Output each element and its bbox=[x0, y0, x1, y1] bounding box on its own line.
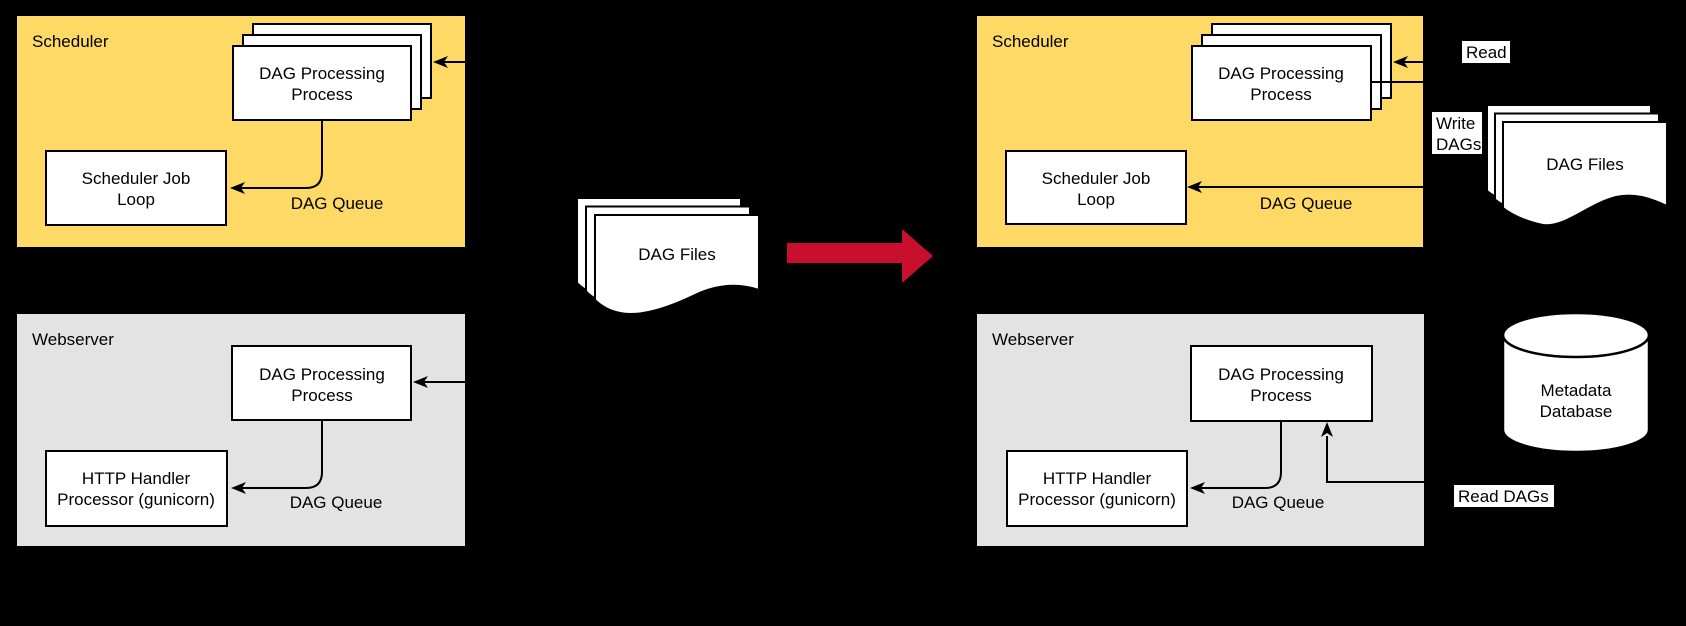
arrowhead-left bbox=[1393, 56, 1408, 68]
dag-files-label: DAG Files bbox=[1546, 155, 1623, 174]
before-webserver-dag-processing: DAG Processing Process bbox=[231, 345, 412, 421]
http-handler-label-line2: Processor (gunicorn) bbox=[1018, 490, 1176, 509]
arrowhead-left bbox=[231, 482, 246, 494]
stack-page-front bbox=[1191, 45, 1372, 121]
dag-processing-label-line2: Process bbox=[291, 85, 352, 104]
arrowhead-up bbox=[1321, 422, 1333, 437]
job-loop-box bbox=[1005, 150, 1187, 225]
http-handler-label-line2: Processor (gunicorn) bbox=[57, 490, 215, 509]
http-handler-label-line1: HTTP Handler bbox=[82, 469, 191, 488]
database-cylinder-top bbox=[1501, 311, 1651, 359]
before-webserver-queue-curve bbox=[242, 420, 323, 489]
read-label: Read bbox=[1466, 43, 1507, 62]
document-page-front bbox=[1502, 121, 1668, 227]
before-scheduler-dag-processing-stack: DAG Processing Process bbox=[232, 23, 432, 121]
after-dag-files-document: DAG Files bbox=[1486, 104, 1668, 227]
before-dag-files-document: DAG Files bbox=[576, 197, 760, 315]
after-webserver-http-handler: HTTP Handler Processor (gunicorn) bbox=[1006, 450, 1188, 527]
after-webserver-read-dags-line bbox=[1326, 436, 1490, 483]
read-dags-label-chip: Read DAGs bbox=[1454, 485, 1554, 507]
dag-processing-label-line2: Process bbox=[291, 386, 352, 405]
after-webserver-queue-label: DAG Queue bbox=[1232, 493, 1325, 512]
transition-arrow bbox=[787, 229, 933, 283]
write-dags-label-chip: Write DAGs bbox=[1432, 112, 1482, 154]
after-scheduler-title: Scheduler bbox=[992, 32, 1069, 51]
before-webserver-title: Webserver bbox=[32, 330, 114, 349]
after-webserver-title: Webserver bbox=[992, 330, 1074, 349]
after-scheduler-queue-label: DAG Queue bbox=[1260, 194, 1353, 213]
before-scheduler-title: Scheduler bbox=[32, 32, 109, 51]
arrowhead-left bbox=[413, 376, 428, 388]
dag-processing-label-line1: DAG Processing bbox=[259, 64, 385, 83]
after-scheduler-job-loop: Scheduler Job Loop bbox=[1005, 150, 1187, 225]
write-dags-label-line1: Write bbox=[1436, 114, 1475, 133]
document-page-front bbox=[594, 214, 760, 315]
dag-processing-label-line2: Process bbox=[1250, 85, 1311, 104]
dag-files-label: DAG Files bbox=[638, 245, 715, 264]
before-webserver-http-handler: HTTP Handler Processor (gunicorn) bbox=[45, 450, 228, 527]
http-handler-box bbox=[1006, 450, 1188, 527]
job-loop-label-line1: Scheduler Job bbox=[1042, 169, 1151, 188]
dag-processing-label-line1: DAG Processing bbox=[1218, 64, 1344, 83]
after-scheduler-dag-processing-stack: DAG Processing Process bbox=[1191, 23, 1392, 121]
arrowhead-left bbox=[1187, 181, 1202, 193]
read-label-chip: Read bbox=[1462, 41, 1510, 63]
write-dags-label-line2: DAGs bbox=[1436, 135, 1481, 154]
http-handler-label-line1: HTTP Handler bbox=[1043, 469, 1152, 488]
arrowhead-left bbox=[230, 182, 245, 194]
arrowhead-left bbox=[1190, 482, 1205, 494]
before-scheduler-queue-label: DAG Queue bbox=[291, 194, 384, 213]
metadata-db-label-line2: Database bbox=[1540, 402, 1613, 421]
after-webserver-dag-processing: DAG Processing Process bbox=[1190, 345, 1373, 422]
job-loop-label-line1: Scheduler Job bbox=[82, 169, 191, 188]
read-dags-label: Read DAGs bbox=[1458, 487, 1549, 506]
job-loop-label-line2: Loop bbox=[117, 190, 155, 209]
dag-processing-box bbox=[231, 345, 412, 421]
dag-processing-label-line1: DAG Processing bbox=[1218, 365, 1344, 384]
metadata-db-label-line1: Metadata bbox=[1541, 381, 1612, 400]
database-cylinder-body bbox=[1501, 333, 1651, 454]
dag-processing-label-line2: Process bbox=[1250, 386, 1311, 405]
chip-background bbox=[1462, 41, 1510, 63]
job-loop-label-line2: Loop bbox=[1077, 190, 1115, 209]
metadata-database: Metadata Database bbox=[1501, 311, 1651, 454]
before-scheduler-queue-curve bbox=[241, 120, 323, 189]
arrowhead-left bbox=[433, 56, 448, 68]
after-webserver-queue-curve bbox=[1201, 421, 1282, 489]
dag-processing-label-line1: DAG Processing bbox=[259, 365, 385, 384]
before-webserver-queue-label: DAG Queue bbox=[290, 493, 383, 512]
chip-background bbox=[1454, 485, 1554, 507]
stack-page-front bbox=[232, 45, 412, 121]
http-handler-box bbox=[45, 450, 228, 527]
before-scheduler-job-loop: Scheduler Job Loop bbox=[45, 150, 227, 226]
chip-background bbox=[1432, 112, 1482, 154]
job-loop-box bbox=[45, 150, 227, 226]
connectors bbox=[230, 56, 1497, 494]
